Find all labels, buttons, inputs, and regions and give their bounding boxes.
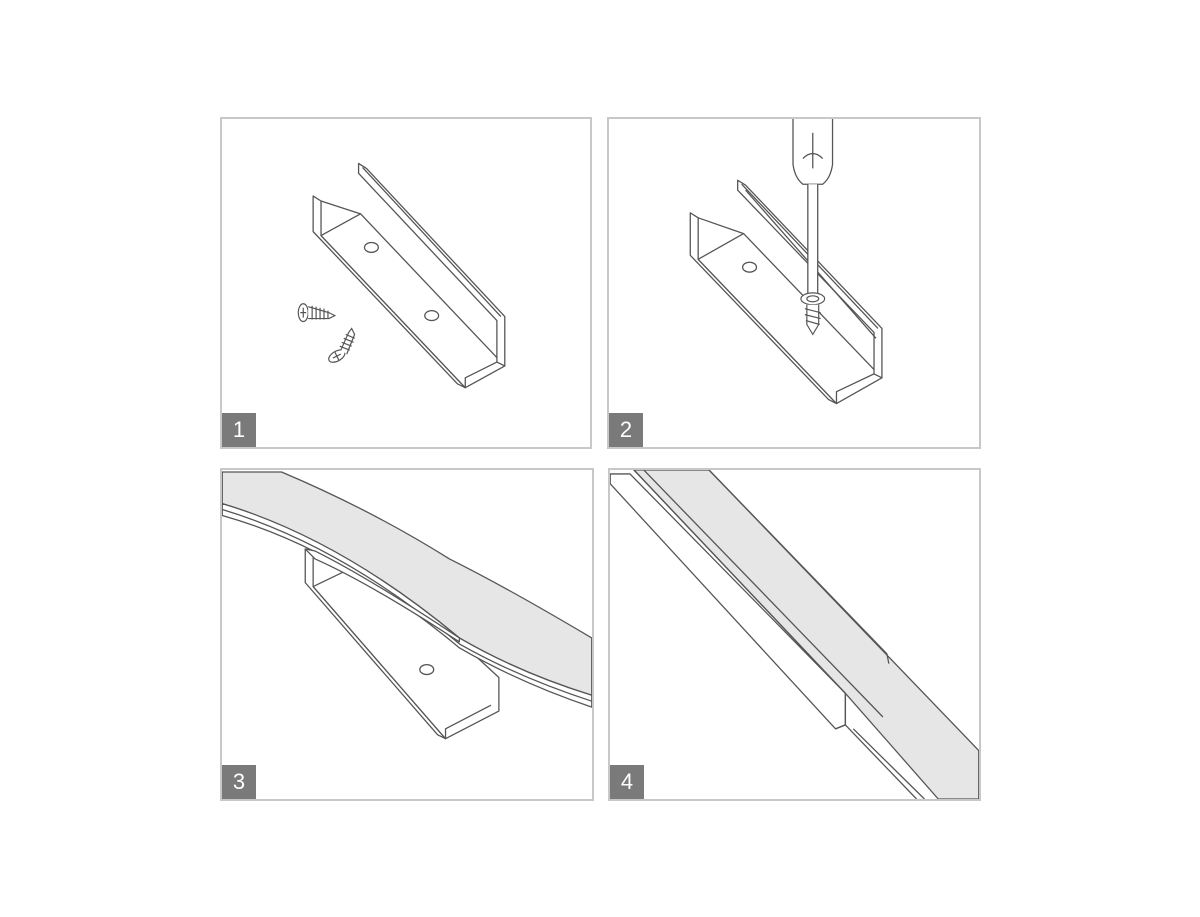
neon-strip-body <box>633 470 979 799</box>
channel-right-wall <box>357 162 506 367</box>
channel-base <box>697 232 883 405</box>
screw-icon <box>800 292 826 336</box>
step-number-badge: 4 <box>610 765 644 799</box>
step-number-badge: 2 <box>609 413 643 447</box>
neon-strip-pressed-into-channel-illustration <box>610 470 979 799</box>
screwdriver-fixing-channel-illustration <box>689 119 883 405</box>
channel-right-wall <box>304 548 461 643</box>
channel-hole-2 <box>424 310 440 322</box>
neon-strip-edge <box>633 470 846 694</box>
screw-icon-1 <box>297 303 337 323</box>
step-3-panel: 3 <box>220 468 594 801</box>
channel-right-wall <box>737 179 883 379</box>
channel-with-screws-illustration <box>297 162 506 389</box>
step-4-panel: 4 <box>608 468 981 801</box>
neon-strip-over-channel-illustration <box>222 471 592 740</box>
channel-hole <box>741 261 758 273</box>
screwdriver-shaft <box>807 184 819 296</box>
channel-hole <box>419 663 435 676</box>
channel-hole-1 <box>363 241 379 254</box>
screw-icon-2 <box>328 327 356 363</box>
step-number-badge: 3 <box>222 765 256 799</box>
screwdriver-icon <box>792 119 834 296</box>
step-1-panel: 1 <box>220 117 592 449</box>
step-2-panel: 2 <box>607 117 981 449</box>
step-number-badge: 1 <box>222 413 256 447</box>
channel-base <box>320 213 506 389</box>
